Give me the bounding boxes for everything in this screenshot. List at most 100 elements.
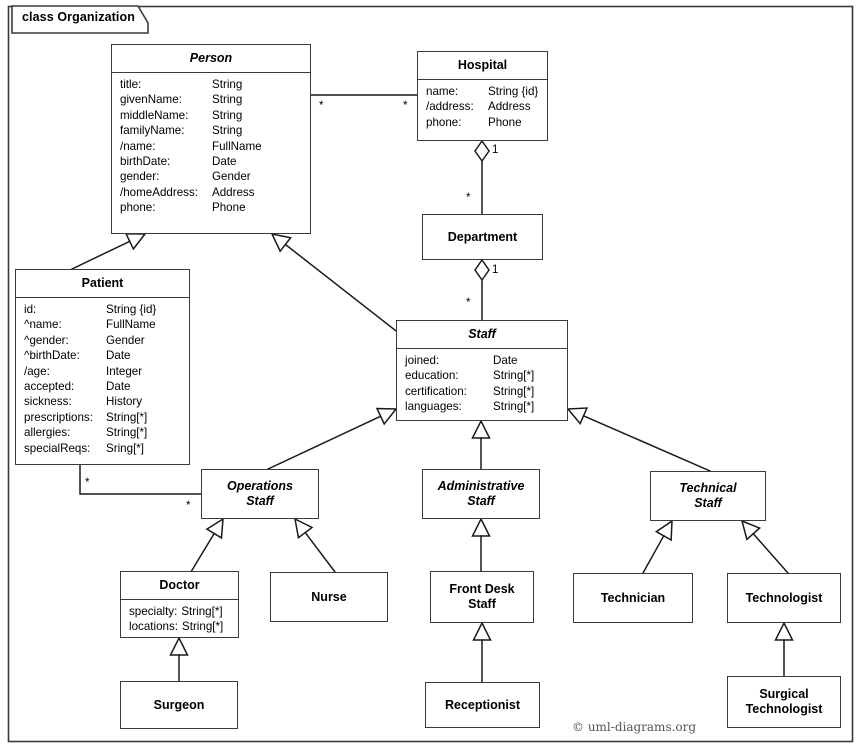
- class-name-patient: Patient: [16, 270, 189, 298]
- generalization-arrowhead-surgical-technologist: [774, 621, 794, 641]
- class-box-technologist[interactable]: Technologist: [727, 573, 841, 623]
- attribute-name: familyName:: [120, 124, 185, 138]
- class-box-technician[interactable]: Technician: [573, 573, 693, 623]
- attribute-row: ^name:FullName: [16, 317, 189, 332]
- attribute-type: String: [212, 78, 243, 91]
- generalization-arrowhead-front-desk-staff: [471, 517, 491, 537]
- attribute-name: prescriptions:: [24, 410, 93, 424]
- attribute-type: Gender: [106, 333, 145, 347]
- generalization-arrowhead-doctor: [205, 517, 224, 540]
- class-name-front-desk-staff: Front Desk Staff: [449, 582, 515, 611]
- attribute-type: String[*]: [181, 605, 223, 618]
- multiplicity-dept-staff-one: 1: [492, 264, 499, 276]
- class-box-surgeon[interactable]: Surgeon: [120, 681, 238, 729]
- attribute-name: title:: [120, 78, 142, 91]
- class-box-department[interactable]: Department: [422, 214, 543, 260]
- aggregation-diamond-department-staff: [474, 258, 490, 282]
- class-box-technical-staff[interactable]: Technical Staff: [650, 471, 766, 521]
- class-box-receptionist[interactable]: Receptionist: [425, 682, 540, 728]
- generalization-staff-person: [284, 243, 402, 336]
- generalization-arrowhead-administrative-staff: [471, 419, 491, 439]
- attribute-name: givenName:: [120, 93, 182, 107]
- attribute-type: History: [106, 395, 143, 409]
- class-name-doctor: Doctor: [121, 572, 238, 600]
- attribute-row: accepted:Date: [16, 379, 189, 394]
- generalization-arrowhead-surgeon: [169, 636, 189, 656]
- class-box-patient[interactable]: Patient id: String {id}^name:FullName^gend…: [15, 269, 190, 465]
- frame-label: class Organization: [22, 10, 135, 24]
- attribute-name: locations:: [129, 620, 178, 634]
- connector-group: [70, 94, 794, 683]
- attribute-type: Address: [212, 185, 255, 199]
- generalization-technician-technical-staff: [641, 534, 665, 575]
- class-name-department: Department: [447, 229, 518, 244]
- attribute-type: String {id}: [106, 303, 157, 316]
- generalization-operations-staff-staff: [267, 415, 382, 470]
- class-box-nurse[interactable]: Nurse: [270, 572, 388, 622]
- attribute-type: Date: [106, 380, 131, 394]
- attribute-type: Date: [493, 354, 518, 367]
- class-box-administrative-staff[interactable]: Administrative Staff: [422, 469, 540, 519]
- attribute-row: specialty:String[*]: [121, 604, 238, 619]
- multiplicity-dept-staff-many: *: [466, 297, 471, 309]
- attribute-type: String[*]: [493, 400, 535, 414]
- generalization-arrowhead-nurse: [293, 517, 314, 540]
- attribute-name: birthDate:: [120, 155, 171, 169]
- attribute-row: ^gender:Gender: [16, 333, 189, 348]
- generalization-nurse-operations-staff: [304, 531, 337, 574]
- generalization-arrowhead-staff-person: [270, 232, 292, 253]
- attribute-name: languages:: [405, 400, 462, 414]
- attribute-type: Phone: [212, 201, 246, 215]
- multiplicity-hospital-dept-many: *: [466, 192, 471, 204]
- class-box-surgical-technologist[interactable]: Surgical Technologist: [727, 676, 841, 728]
- attribute-row: prescriptions: String[*]: [16, 410, 189, 425]
- class-name-surgical-technologist: Surgical Technologist: [745, 687, 823, 716]
- attribute-row: education:String[*]: [397, 368, 567, 383]
- attribute-type: FullName: [106, 318, 156, 332]
- attribute-type: Date: [212, 155, 237, 169]
- attribute-name: id:: [24, 303, 37, 316]
- attribute-row: ^birthDate:Date: [16, 348, 189, 363]
- attribute-type: String[*]: [181, 620, 224, 634]
- attribute-row: id: String {id}: [16, 302, 189, 317]
- generalization-technologist-technical-staff: [752, 532, 790, 575]
- generalization-arrowhead-receptionist: [472, 621, 492, 641]
- attribute-name: joined:: [405, 354, 440, 367]
- class-name-nurse: Nurse: [311, 589, 347, 604]
- attribute-row: /age:Integer: [16, 364, 189, 379]
- multiplicity-patient-ops-many-a: *: [85, 477, 90, 489]
- class-box-operations-staff[interactable]: Operations Staff: [201, 469, 319, 519]
- attribute-type: String: [212, 93, 243, 107]
- class-box-front-desk-staff[interactable]: Front Desk Staff: [430, 571, 534, 623]
- generalization-arrowhead-technician: [654, 519, 673, 542]
- class-name-technologist: Technologist: [745, 590, 823, 605]
- attribute-compartment-patient: id: String {id}^name:FullName^gender:Gend…: [16, 298, 189, 461]
- attribute-compartment-doctor: specialty:String[*]locations:String[*]: [121, 600, 238, 640]
- attribute-row: name:String {id}: [418, 84, 547, 99]
- attribute-row: languages: String[*]: [397, 399, 567, 414]
- class-name-person: Person: [112, 45, 310, 73]
- attribute-name: sickness:: [24, 395, 72, 409]
- attribute-row: /address:Address: [418, 99, 547, 114]
- attribute-row: allergies:String[*]: [16, 425, 189, 440]
- attribute-type: Integer: [106, 364, 143, 378]
- attribute-name: education:: [405, 369, 459, 383]
- attribute-row: certification:String[*]: [397, 384, 567, 399]
- attribute-name: gender:: [120, 170, 160, 184]
- class-name-administrative-staff: Administrative Staff: [437, 479, 525, 508]
- attribute-name: specialReqs:: [24, 441, 91, 455]
- copyright-notice: © uml-diagrams.org: [572, 720, 697, 734]
- generalization-arrowhead-technologist: [740, 519, 762, 541]
- attribute-type: String[*]: [106, 410, 148, 424]
- attribute-name: name:: [426, 85, 459, 98]
- multiplicity-person-hospital-left: *: [319, 100, 324, 112]
- attribute-row: birthDate: Date: [112, 154, 310, 169]
- attribute-name: /name:: [120, 139, 156, 153]
